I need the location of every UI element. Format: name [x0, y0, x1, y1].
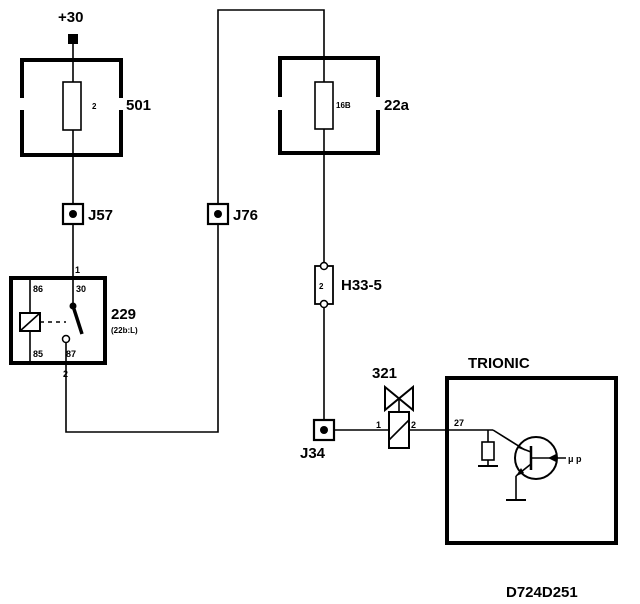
- valve-321-label: 321: [372, 365, 397, 382]
- relay-pin-30: 30: [76, 284, 86, 294]
- relay-pin-86: 86: [33, 284, 43, 294]
- connector-j34: J34: [300, 418, 336, 462]
- j76-label: J76: [233, 207, 258, 224]
- relay-switch-blade: [71, 305, 84, 335]
- fuse-22a: 16B 22a: [277, 56, 410, 155]
- valve-pin2: 2: [411, 420, 416, 430]
- base-arrow: [548, 454, 556, 462]
- valve-coil-slash: [388, 419, 410, 441]
- fuse-22a-label: 22a: [384, 97, 410, 114]
- h33-5-body: [314, 265, 334, 305]
- supply-label: +30: [58, 9, 83, 26]
- drawing-id: D724D251: [506, 584, 578, 601]
- fuse-501-element: [62, 81, 82, 131]
- supply-terminal-square: [68, 34, 78, 44]
- fuse-501: 2 501: [19, 58, 151, 157]
- h33-5-pin: 2: [319, 282, 324, 291]
- transistor-collector-inner: [517, 446, 532, 453]
- trionic-pin-27: 27: [454, 418, 464, 428]
- wire-relay-to-j76: [65, 224, 219, 433]
- j57-dot: [69, 210, 77, 218]
- relay-229-label: 229: [111, 306, 136, 323]
- pulldown-resistor: [481, 441, 495, 461]
- valve-symbol: [384, 384, 414, 413]
- fuse-22a-element: [314, 81, 334, 130]
- connector-j76: J76: [206, 202, 258, 226]
- wire-j76-to-fuse-22a: [217, 9, 325, 204]
- trionic-output-label: μ p: [568, 454, 582, 464]
- supply-terminal: +30: [58, 9, 83, 44]
- relay-pin-85: 85: [33, 349, 43, 359]
- j57-label: J57: [88, 207, 113, 224]
- relay-wire-in-label: 1: [75, 265, 80, 275]
- h33-5-label: H33-5: [341, 277, 382, 294]
- relay-229: 1 86 30 85 87 229 (22b:L) 2: [9, 265, 138, 379]
- fuse-501-rating: 2: [92, 102, 97, 111]
- transistor-emitter-arrow: [516, 468, 524, 476]
- j34-dot: [320, 426, 328, 434]
- fuse-501-label: 501: [126, 97, 151, 114]
- transistor-collector: [492, 429, 526, 451]
- trionic-ecu: TRIONIC 27 μ p: [445, 355, 618, 545]
- relay-pin-87: 87: [66, 349, 76, 359]
- trionic-housing: [445, 376, 618, 545]
- relay-229-sublabel: (22b:L): [111, 326, 138, 335]
- relay-coil-slash: [19, 312, 41, 332]
- j34-label: J34: [300, 445, 326, 462]
- valve-321: 321 1 2: [372, 365, 416, 449]
- trionic-label: TRIONIC: [468, 355, 530, 372]
- j76-dot: [214, 210, 222, 218]
- relay-nc-contact: [61, 334, 71, 344]
- h33-5-bottom-pin: [319, 299, 329, 309]
- h33-5-top-pin: [319, 261, 329, 271]
- connector-j57: J57: [61, 202, 113, 226]
- valve-pin1: 1: [376, 420, 381, 430]
- connector-h33-5: 2 H33-5: [314, 261, 382, 309]
- fuse-22a-rating: 16B: [336, 101, 351, 110]
- relay-229-housing: [9, 276, 107, 365]
